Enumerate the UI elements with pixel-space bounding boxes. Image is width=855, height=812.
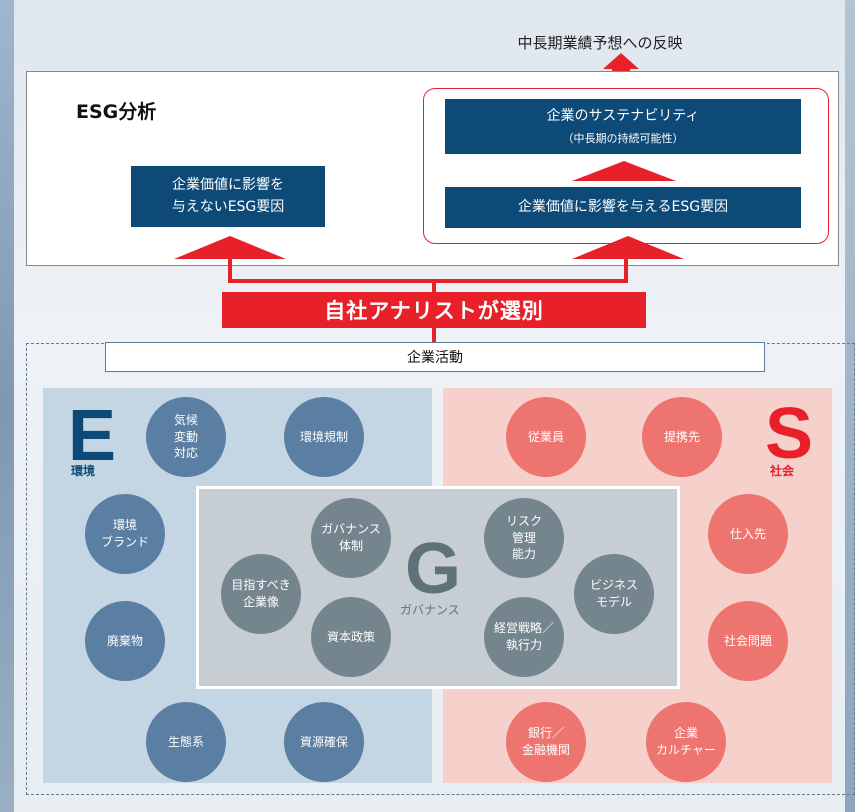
g-item-strategy-execution: 経営戦略／ 執行力 (484, 597, 564, 677)
e-item-waste: 廃棄物 (85, 601, 165, 681)
e-item-resources: 資源確保 (284, 702, 364, 782)
output-arrow (603, 53, 639, 69)
analyst-selection-bar: 自社アナリストが選別 (222, 292, 646, 328)
corporate-activity-label: 企業活動 (407, 350, 463, 366)
background-right-strip (845, 0, 855, 812)
right-arrow (572, 236, 684, 259)
e-item-climate: 気候 変動 対応 (146, 397, 226, 477)
g-item-capital-policy: 資本政策 (311, 597, 391, 677)
social-letter: S (765, 394, 814, 474)
connector-horizontal (228, 279, 628, 283)
s-item-employees: 従業員 (506, 397, 586, 477)
sustainability-sublabel: （中長期の持続可能性） (562, 131, 684, 145)
left-arrow (174, 236, 286, 259)
esg-analysis-title: ESG分析 (76, 101, 157, 123)
g-item-risk-management: リスク 管理 能力 (484, 498, 564, 578)
g-item-corporate-vision: 目指すべき 企業像 (221, 554, 301, 634)
s-item-suppliers: 仕入先 (708, 494, 788, 574)
g-item-governance-structure: ガバナンス 体制 (311, 498, 391, 578)
s-item-banks: 銀行／ 金融機関 (506, 702, 586, 782)
g-item-business-model: ビジネス モデル (574, 554, 654, 634)
s-item-partners: 提携先 (642, 397, 722, 477)
governance-caption: ガバナンス (400, 603, 460, 617)
sustain-arrow (572, 161, 676, 181)
impact-factors-box: 企業価値に影響を与えるESG要因 (445, 187, 801, 228)
e-item-regulation: 環境規制 (284, 397, 364, 477)
environment-letter: E (68, 396, 117, 476)
connector-right-vertical (624, 258, 628, 282)
impact-factors-label: 企業価値に影響を与えるESG要因 (517, 198, 729, 215)
corporate-activity-header: 企業活動 (105, 342, 765, 372)
e-item-ecosystem: 生態系 (146, 702, 226, 782)
s-item-social-issues: 社会問題 (708, 601, 788, 681)
governance-letter: G (405, 529, 462, 609)
connector-left-vertical (228, 258, 232, 282)
nonimpact-factors-box: 企業価値に影響を 与えないESG要因 (131, 166, 325, 227)
connector-center-top (432, 280, 436, 294)
social-caption: 社会 (770, 464, 795, 478)
e-item-brand: 環境 ブランド (85, 494, 165, 574)
nonimpact-factors-label: 企業価値に影響を 与えないESG要因 (171, 176, 285, 215)
background-left-strip (0, 0, 14, 812)
sustainability-label: 企業のサステナビリティ (546, 108, 700, 125)
s-item-culture: 企業 カルチャー (646, 702, 726, 782)
environment-caption: 環境 (71, 464, 96, 478)
analyst-selection-label: 自社アナリストが選別 (324, 299, 544, 323)
connector-center-bottom (432, 328, 436, 343)
sustainability-box: 企業のサステナビリティ （中長期の持続可能性） (445, 99, 801, 154)
output-label: 中長期業績予想への反映 (517, 34, 683, 52)
